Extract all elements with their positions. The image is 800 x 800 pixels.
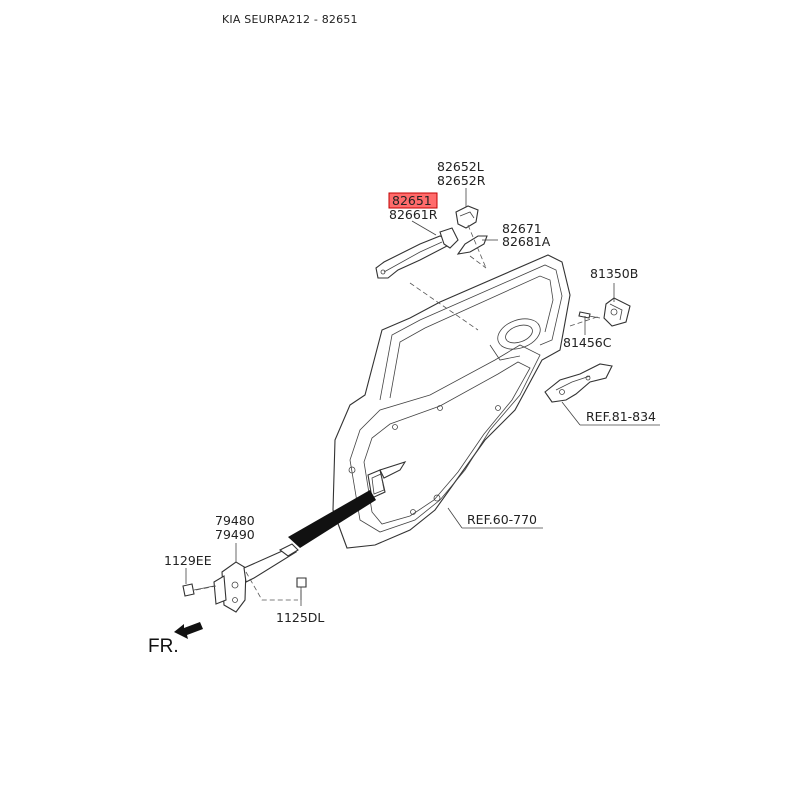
- front-label: FR.: [148, 636, 179, 657]
- label-1125DL[interactable]: 1125DL: [276, 610, 324, 625]
- highlight-box: [388, 192, 438, 209]
- door-latch-icon: [603, 297, 631, 327]
- checker-strap-band: [288, 490, 376, 548]
- door-panel: [332, 254, 571, 549]
- screw-icon: [578, 311, 601, 319]
- label-81456C[interactable]: 81456C: [563, 335, 612, 350]
- bolt-icon: [296, 577, 307, 600]
- label-81350B[interactable]: 81350B: [590, 266, 638, 281]
- arrow-front-icon: [174, 622, 203, 639]
- bolt-icon: [182, 583, 215, 597]
- label-79480[interactable]: 79480: [215, 513, 255, 528]
- handle-cover-icon: [455, 205, 479, 229]
- label-82652L[interactable]: 82652L: [437, 159, 484, 174]
- label-82681A[interactable]: 82681A: [502, 234, 551, 249]
- label-ref-81-834[interactable]: REF.81-834: [586, 409, 656, 424]
- handle-gasket-icon: [456, 235, 488, 255]
- label-ref-60-770[interactable]: REF.60-770: [467, 512, 537, 527]
- door-handle-icon: [375, 227, 459, 279]
- label-82671[interactable]: 82671: [502, 221, 542, 236]
- page-title: KIA SEURPA212 - 82651: [222, 13, 358, 26]
- actuator-icon: [544, 363, 613, 403]
- label-79490[interactable]: 79490: [215, 527, 255, 542]
- label-1129EE[interactable]: 1129EE: [164, 553, 212, 568]
- door-checker-icon: [213, 543, 299, 613]
- label-82651[interactable]: 82651: [392, 193, 432, 208]
- label-82652R[interactable]: 82652R: [437, 173, 486, 188]
- label-82661R[interactable]: 82661R: [389, 207, 438, 222]
